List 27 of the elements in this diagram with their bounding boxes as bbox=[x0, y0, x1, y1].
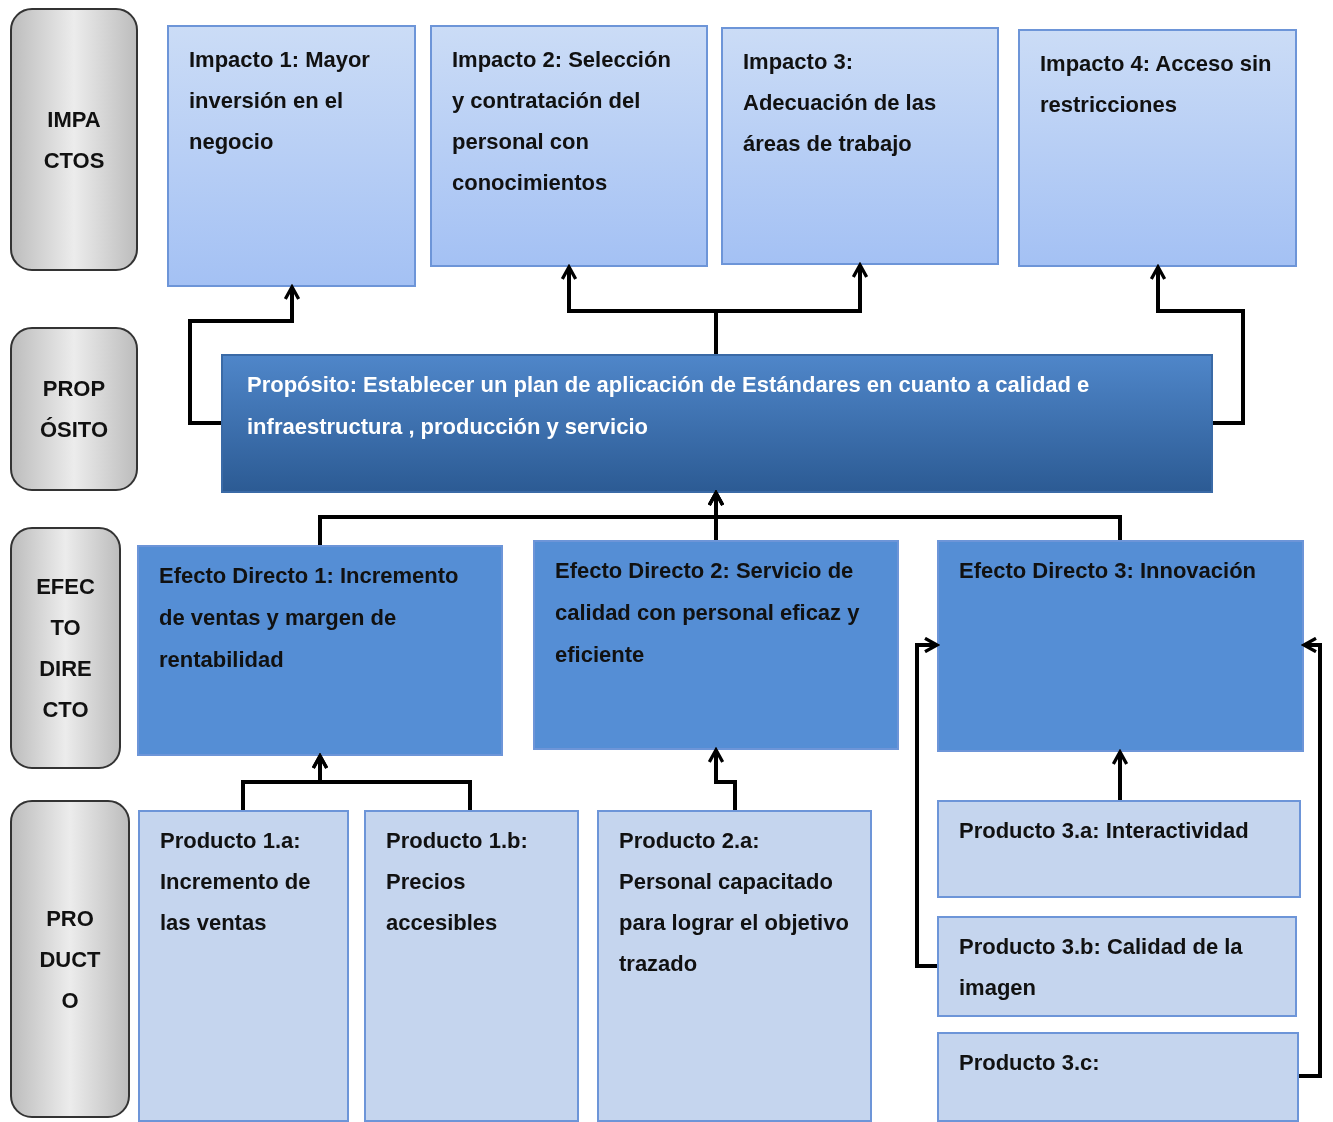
product-box: Producto 1.b: Precios accesibles bbox=[364, 810, 579, 1122]
level-label-box: PRO DUCT O bbox=[10, 800, 130, 1118]
arrow bbox=[311, 754, 472, 810]
impact-box: Impacto 1: Mayor inversión en el negocio bbox=[167, 25, 416, 287]
effect-box: Efecto Directo 3: Innovación bbox=[937, 540, 1304, 752]
product-box: Producto 3.b: Calidad de la imagen bbox=[937, 916, 1297, 1017]
effect-box: Efecto Directo 2: Servicio de calidad con personal eficaz y eficiente bbox=[533, 540, 899, 750]
arrow bbox=[188, 285, 301, 425]
impact-box: Impacto 4: Acceso sin restricciones bbox=[1018, 29, 1297, 267]
impact-box: Impacto 3: Adecuación de las áreas de trabajo bbox=[721, 27, 999, 265]
arrow bbox=[714, 263, 869, 354]
product-box: Producto 3.c: bbox=[937, 1032, 1299, 1122]
effect-box: Efecto Directo 1: Incremento de ventas y margen de rentabilidad bbox=[137, 545, 503, 756]
purpose-box: Propósito: Establecer un plan de aplicación de Estándares en cuanto a calidad e infraestructura , producción y servicio bbox=[221, 354, 1213, 493]
arrow bbox=[915, 636, 939, 968]
arrow bbox=[707, 491, 1122, 540]
level-label-box: EFEC TO DIRE CTO bbox=[10, 527, 121, 769]
level-label-box: IMPA CTOS bbox=[10, 8, 138, 271]
impact-box: Impacto 2: Selección y contratación del personal con conocimientos bbox=[430, 25, 708, 267]
product-box: Producto 1.a: Incremento de las ventas bbox=[138, 810, 349, 1122]
arrow bbox=[707, 748, 737, 810]
arrow bbox=[1299, 636, 1322, 1078]
product-box: Producto 3.a: Interactividad bbox=[937, 800, 1301, 898]
arrow bbox=[1111, 750, 1129, 800]
product-box: Producto 2.a: Personal capacitado para lograr el objetivo trazado bbox=[597, 810, 872, 1122]
arrow bbox=[1149, 265, 1245, 425]
level-label-box: PROP ÓSITO bbox=[10, 327, 138, 491]
